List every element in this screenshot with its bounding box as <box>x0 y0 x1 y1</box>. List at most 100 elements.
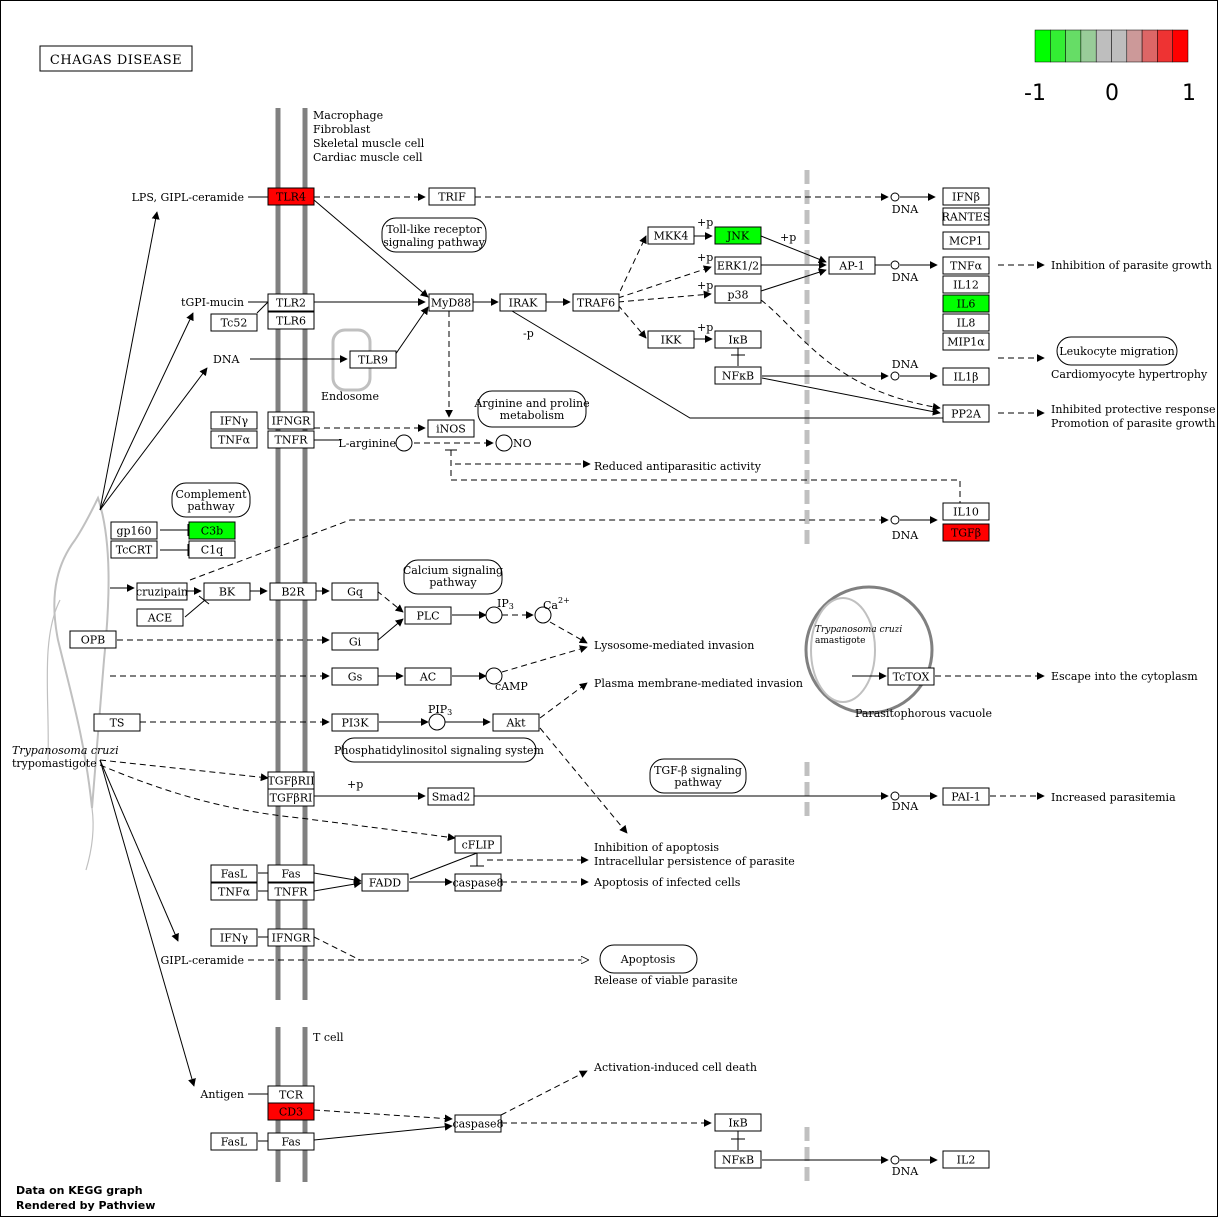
gene-node-tlr6[interactable]: TLR6 <box>267 311 315 330</box>
gene-node-tc52[interactable]: Tc52 <box>210 313 258 332</box>
gene-node-ifng2[interactable]: IFNγ <box>210 928 258 947</box>
pathway-link-pi[interactable]: Phosphatidylinositol signaling system <box>334 737 545 763</box>
gene-node-cflip[interactable]: cFLIP <box>454 835 502 854</box>
legend-swatch <box>1095 29 1112 63</box>
gene-node-tgfb[interactable]: TGFβ <box>942 523 990 542</box>
outcome-reduced: Reduced antiparasitic activity <box>594 460 762 473</box>
gene-node-fas2[interactable]: Fas <box>267 1132 315 1151</box>
gene-node-label: JNK <box>726 230 750 243</box>
gene-node-ikk[interactable]: IKK <box>647 330 695 349</box>
pathway-link-complement[interactable]: Complement pathway <box>171 482 251 518</box>
gene-node-c3b[interactable]: C3b <box>188 521 236 540</box>
gene-node-tgfbri[interactable]: TGFβRI <box>267 788 315 807</box>
gene-node-ac[interactable]: AC <box>404 667 452 686</box>
pathway-link-leukocyte[interactable]: Leukocyte migration <box>1056 336 1178 366</box>
gene-node-gi[interactable]: Gi <box>331 632 379 651</box>
gene-node-pp2a[interactable]: PP2A <box>942 404 990 423</box>
pathway-link-apoptosis[interactable]: Apoptosis <box>599 944 698 974</box>
gene-node-box <box>942 187 990 206</box>
gene-node-inos[interactable]: iNOS <box>427 419 475 438</box>
gene-node-box <box>210 882 258 901</box>
gene-node-cruzipain[interactable]: cruzipain <box>136 582 188 601</box>
gene-node-tccrt[interactable]: TcCRT <box>110 540 158 559</box>
gene-node-tctox[interactable]: TcTOX <box>887 667 935 686</box>
gene-node-tgfbrii[interactable]: TGFβRII <box>267 771 315 790</box>
gene-node-mkk4[interactable]: MKK4 <box>647 226 695 245</box>
pathway-link-tgfb[interactable]: TGF-β signaling pathway <box>649 758 747 794</box>
gene-node-gq[interactable]: Gq <box>331 582 379 601</box>
svg-text:Toll-like receptor: Toll-like receptor <box>386 223 482 236</box>
gene-node-box <box>267 1132 315 1151</box>
gene-node-caspase8b[interactable]: caspase8 <box>452 1114 504 1133</box>
gene-node-ifngr2[interactable]: IFNGR <box>267 928 315 947</box>
gene-node-ifng1[interactable]: IFNγ <box>210 411 258 430</box>
gene-node-fas1[interactable]: Fas <box>267 864 315 883</box>
pathway-link-calcium[interactable]: Calcium signaling pathway <box>403 559 503 595</box>
gene-node-il1b[interactable]: IL1β <box>942 367 990 386</box>
gene-node-label: OPB <box>81 634 106 647</box>
gene-node-trif[interactable]: TRIF <box>428 187 476 206</box>
gene-node-ifnb[interactable]: IFNβ <box>942 187 990 206</box>
gene-node-smad2[interactable]: Smad2 <box>427 787 475 806</box>
gene-node-ap1[interactable]: AP-1 <box>828 256 876 275</box>
pathway-links[interactable]: Toll-like receptor signaling pathway Arg… <box>171 217 1178 974</box>
gene-node-ace[interactable]: ACE <box>136 608 184 627</box>
gene-node-plc[interactable]: PLC <box>404 606 452 625</box>
gene-node-tnfr1[interactable]: TNFR <box>267 430 315 449</box>
gene-node-ts[interactable]: TS <box>93 713 141 732</box>
gene-node-pi3k[interactable]: PI3K <box>331 713 379 732</box>
gene-node-myd88[interactable]: MyD88 <box>428 293 474 312</box>
gene-node-box <box>454 835 502 854</box>
gene-node-box <box>404 667 452 686</box>
gene-node-il6[interactable]: IL6 <box>942 294 990 313</box>
gene-node-jnk[interactable]: JNK <box>714 226 762 245</box>
gene-node-tnfa3[interactable]: TNFα <box>210 882 258 901</box>
gene-node-tcr[interactable]: TCR <box>267 1085 315 1104</box>
gene-node-bk[interactable]: BK <box>203 582 251 601</box>
gene-node-tnfr2[interactable]: TNFR <box>267 882 315 901</box>
dna-labels: DNA DNA DNA DNA DNA DNA <box>892 203 919 1178</box>
gene-node-il10[interactable]: IL10 <box>942 502 990 521</box>
gene-node-rantes[interactable]: RANTES <box>942 207 991 226</box>
gene-node-label: IFNγ <box>220 415 249 428</box>
gene-node-c1q[interactable]: C1q <box>188 540 236 559</box>
gene-node-mcp1[interactable]: MCP1 <box>942 231 990 250</box>
gene-node-nfkb1[interactable]: NFκB <box>714 366 762 385</box>
pathway-link-tlr[interactable]: Toll-like receptor signaling pathway <box>381 217 487 253</box>
gene-node-tnfa1[interactable]: TNFα <box>942 256 990 275</box>
gene-node-box <box>647 330 695 349</box>
gene-node-p38[interactable]: p38 <box>714 285 762 304</box>
gene-node-cd3[interactable]: CD3 <box>267 1102 315 1121</box>
gene-node-ifngr1[interactable]: IFNGR <box>267 411 315 430</box>
gene-node-traf6[interactable]: TRAF6 <box>572 293 620 312</box>
gene-node-ikb1[interactable]: IκB <box>714 330 762 349</box>
gene-node-mip1a[interactable]: MIP1α <box>942 332 990 351</box>
gene-node-b2r[interactable]: B2R <box>269 582 317 601</box>
gene-node-nfkb2[interactable]: NFκB <box>714 1150 762 1169</box>
gene-node-fasl2[interactable]: FasL <box>210 1132 258 1151</box>
gene-node-box <box>93 713 141 732</box>
gene-node-tnfa2[interactable]: TNFα <box>210 430 258 449</box>
gene-node-erk12[interactable]: ERK1/2 <box>714 256 762 275</box>
gene-node-ikb2[interactable]: IκB <box>714 1113 762 1132</box>
gene-node-caspase8a[interactable]: caspase8 <box>452 873 504 892</box>
gene-node-il2[interactable]: IL2 <box>942 1150 990 1169</box>
gene-node-pai1[interactable]: PAI-1 <box>942 787 990 806</box>
pathway-link-arginine[interactable]: Arginine and proline metabolism <box>473 390 590 428</box>
gene-node-il12[interactable]: IL12 <box>942 275 990 294</box>
gene-node-tlr4[interactable]: TLR4 <box>267 187 315 206</box>
gene-node-irak[interactable]: IRAK <box>499 293 547 312</box>
gene-node-fasl1[interactable]: FasL <box>210 864 258 883</box>
gene-node-opb[interactable]: OPB <box>69 630 117 649</box>
gene-node-akt[interactable]: Akt <box>492 713 540 732</box>
gene-node-tlr9[interactable]: TLR9 <box>349 350 397 369</box>
gene-node-gp160[interactable]: gp160 <box>110 521 158 540</box>
gene-node-label: TGFβRI <box>270 792 313 805</box>
gene-node-tlr2[interactable]: TLR2 <box>267 293 315 312</box>
gene-node-box <box>942 404 990 423</box>
gene-node-fadd[interactable]: FADD <box>361 873 409 892</box>
gene-node-gs[interactable]: Gs <box>331 667 379 686</box>
gene-node-il8[interactable]: IL8 <box>942 313 990 332</box>
gene-node-box <box>210 411 258 430</box>
